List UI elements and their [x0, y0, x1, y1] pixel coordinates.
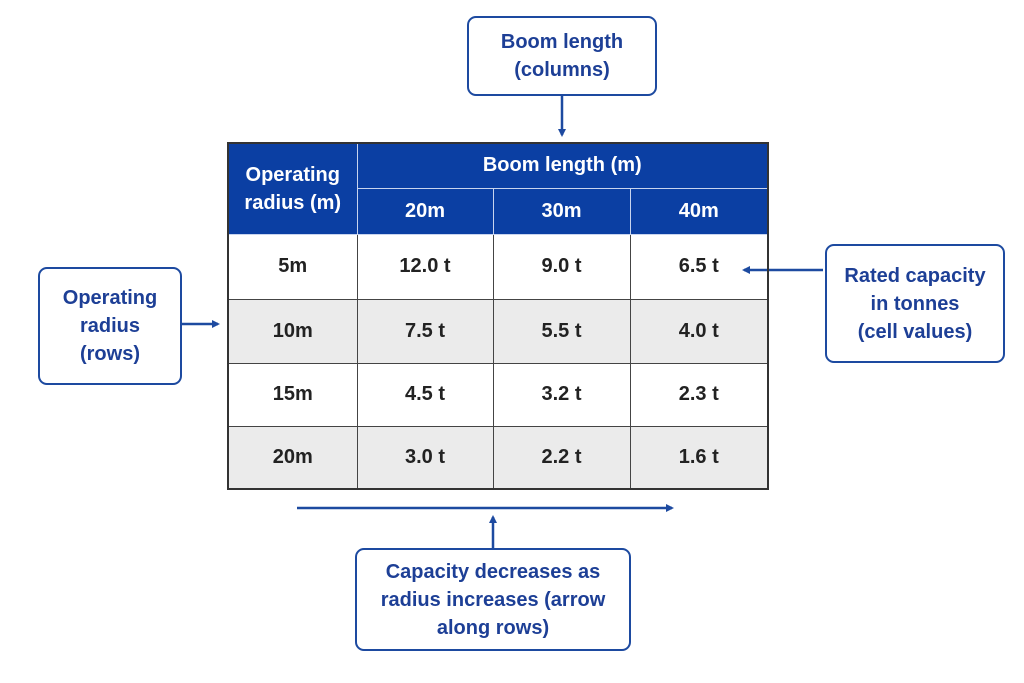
callout-text: Operating radius (rows): [62, 287, 158, 365]
callout-text: Rated capacity in tonnes (cell values): [844, 264, 986, 343]
radius-cell: 10m: [227, 298, 358, 364]
capacity-cell: 4.0 t: [629, 298, 769, 364]
capacity-cell: 2.2 t: [492, 425, 631, 490]
callout-capacity-decreases: Capacity decreases as radius increases (…: [355, 548, 631, 651]
table-row: 20m 3.0 t 2.2 t 1.6 t: [227, 425, 769, 490]
capacity-cell: 1.6 t: [629, 425, 769, 490]
capacity-cell: 2.3 t: [629, 362, 769, 427]
radius-cell: 5m: [227, 233, 358, 300]
table-row: 15m 4.5 t 3.2 t 2.3 t: [227, 362, 769, 427]
capacity-cell: 6.5 t: [629, 233, 769, 300]
radius-cell: 20m: [227, 425, 358, 490]
radius-cell: 15m: [227, 362, 358, 427]
callout-operating-radius: Operating radius (rows): [38, 267, 182, 385]
table-row: 10m 7.5 t 5.5 t 4.0 t: [227, 298, 769, 364]
callout-boom-length: Boom length (columns): [467, 16, 657, 96]
capacity-cell: 9.0 t: [492, 233, 631, 300]
capacity-cell: 3.0 t: [356, 425, 494, 490]
table-row: 5m 12.0 t 9.0 t 6.5 t: [227, 233, 769, 300]
callout-text: Capacity decreases as radius increases (…: [380, 560, 606, 639]
row-header: Operating radius (m): [227, 142, 358, 235]
capacity-cell: 4.5 t: [356, 362, 494, 427]
capacity-cell: 5.5 t: [492, 298, 631, 364]
callout-text: Boom length (columns): [500, 31, 624, 81]
column-header: 20m: [356, 187, 494, 235]
capacity-cell: 12.0 t: [356, 233, 494, 300]
column-group-header: Boom length (m): [356, 142, 769, 189]
callout-rated-capacity: Rated capacity in tonnes (cell values): [825, 244, 1005, 363]
capacity-cell: 3.2 t: [492, 362, 631, 427]
load-chart-table: Operating radius (m) Boom length (m) 20m…: [227, 142, 770, 490]
capacity-cell: 7.5 t: [356, 298, 494, 364]
column-header: 30m: [492, 187, 631, 235]
column-header: 40m: [629, 187, 769, 235]
